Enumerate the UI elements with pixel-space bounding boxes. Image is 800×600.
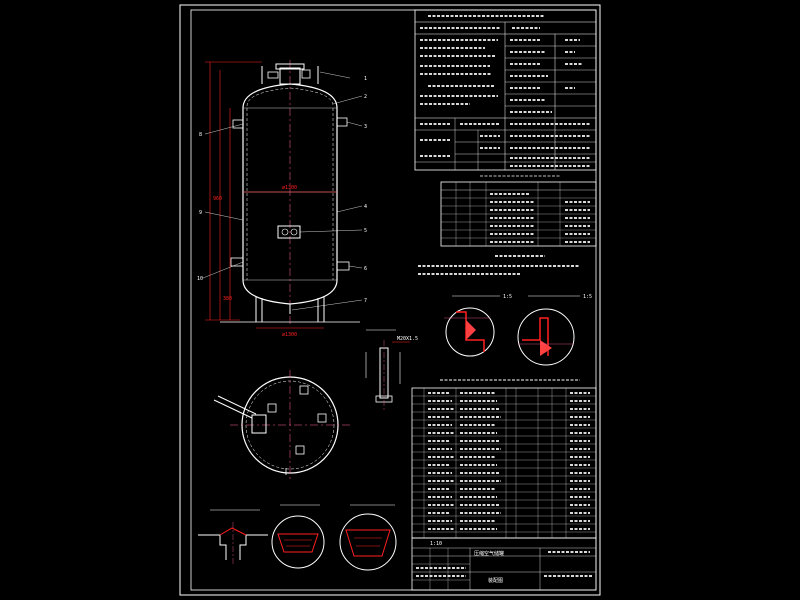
nozzle-mark: 7 (364, 298, 367, 304)
detail-scale-right: 1:5 (583, 294, 592, 300)
nozzle-mark: 4 (364, 204, 367, 210)
nozzle-mark: 2 (364, 94, 367, 100)
nozzle-mark: 10 (197, 276, 203, 282)
weld-detail-right: 1:5 (517, 294, 592, 366)
side-dimension: 380 (223, 296, 232, 302)
sheet-outer-border (179, 4, 601, 596)
nozzle-mark: 5 (364, 228, 367, 234)
bill-of-materials (411, 379, 597, 539)
notes-block (418, 255, 580, 275)
height-dimension: 960 (213, 196, 222, 202)
title-block: 压缩空气储罐 装配图 1:10 (411, 537, 597, 591)
bottom-detail-flange (198, 509, 268, 566)
vessel-elevation: ø1300 ø1300 960 380 1 2 3 4 5 6 7 8 9 10 (197, 60, 367, 338)
base-diameter-dimension: ø1300 (282, 332, 297, 338)
bottom-detail-circle-mid (271, 504, 325, 569)
main-diameter-dimension: ø1300 (282, 185, 297, 191)
bottom-detail-circle-right (339, 504, 397, 571)
nozzle-mark: 1 (364, 76, 367, 82)
bom-rows (412, 392, 596, 533)
nozzle-mark: 6 (364, 266, 367, 272)
sheet-inner-border (190, 9, 597, 591)
small-nozzle-detail: M20X1.5 (365, 329, 418, 410)
tech-spec-table (414, 9, 597, 171)
nozzle-mark: 8 (199, 132, 202, 138)
drawing-scale: 1:10 (430, 541, 442, 547)
nozzle-mark: 9 (199, 210, 202, 216)
detail-scale-left: 1:5 (503, 294, 512, 300)
vessel-plan-view (213, 370, 350, 480)
nozzle-mark: 3 (364, 124, 367, 130)
small-detail-dimension: M20X1.5 (397, 336, 418, 342)
drawing-name: 压缩空气储罐 (474, 550, 504, 557)
sheet-label: 装配图 (488, 577, 503, 584)
weld-detail-left: 1:5 (444, 294, 512, 357)
nozzle-table (440, 175, 597, 247)
